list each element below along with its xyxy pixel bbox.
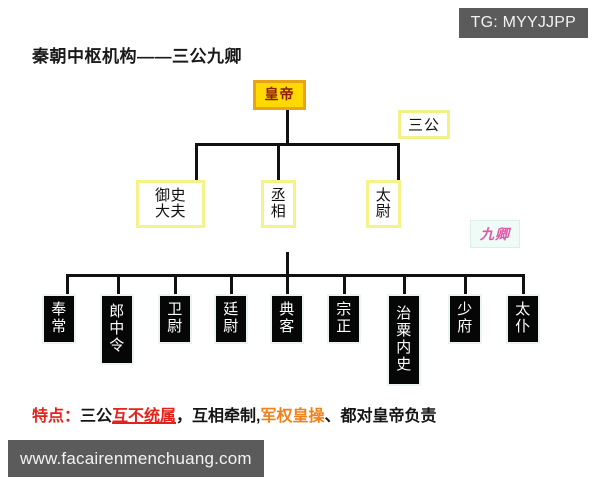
connector-minister-9-drop: [522, 274, 525, 296]
telegram-watermark: TG: MYYJJPP: [458, 8, 588, 38]
node-langzhongling: 郎 中 令: [100, 294, 134, 365]
connector-minister-6-drop: [343, 274, 346, 296]
nine-ministers-label: 九卿: [470, 220, 520, 248]
connector-minister-8-drop: [464, 274, 467, 296]
caption-segment-5: 、都对皇帝负责: [324, 408, 437, 425]
node-zhisuneishi: 治 粟 内 史: [387, 294, 421, 386]
node-dianke: 典 客: [270, 294, 304, 344]
connector-minister-3-drop: [174, 274, 177, 296]
website-watermark: www.facairenmenchuang.com: [8, 440, 264, 477]
node-tingwei: 廷 尉: [214, 294, 248, 344]
connector-ministers-stem: [286, 252, 289, 276]
node-taiwei: 太 尉: [366, 180, 401, 228]
caption-prefix: 特点：: [32, 408, 81, 425]
node-emperor: 皇帝: [253, 80, 306, 110]
page-title: 秦朝中枢机构——三公九卿: [32, 47, 242, 66]
node-weiwei: 卫 尉: [158, 294, 192, 344]
caption-segment-4: 军权皇操: [260, 408, 325, 425]
connector-dukes-bar: [195, 143, 400, 146]
connector-minister-7-drop: [403, 274, 406, 296]
node-zongzheng: 宗 正: [327, 294, 361, 344]
connector-minister-1-drop: [66, 274, 69, 296]
connector-minister-4-drop: [230, 274, 233, 296]
connector-emperor-stem: [286, 110, 289, 146]
connector-duke-3-drop: [397, 143, 400, 181]
node-shaofu: 少 府: [448, 294, 482, 344]
connector-duke-2-drop: [277, 143, 280, 181]
caption-segment-1: 三公: [80, 408, 113, 425]
three-dukes-label: 三公: [398, 110, 450, 139]
connector-duke-1-drop: [195, 143, 198, 181]
connector-ministers-bar: [66, 274, 525, 277]
node-yushidafu: 御史 大夫: [136, 180, 205, 228]
node-taipu: 太 仆: [506, 294, 540, 344]
connector-minister-5-drop: [286, 274, 289, 296]
node-chengxiang: 丞 相: [261, 180, 296, 228]
node-fengchang: 奉 常: [42, 294, 76, 344]
caption: 特点：三公互不统属，互相牵制,军权皇操、都对皇帝负责: [32, 402, 437, 426]
caption-segment-2: 互不统属: [112, 408, 177, 425]
caption-segment-3: ，互相牵制,: [176, 408, 261, 425]
connector-minister-2-drop: [117, 274, 120, 296]
